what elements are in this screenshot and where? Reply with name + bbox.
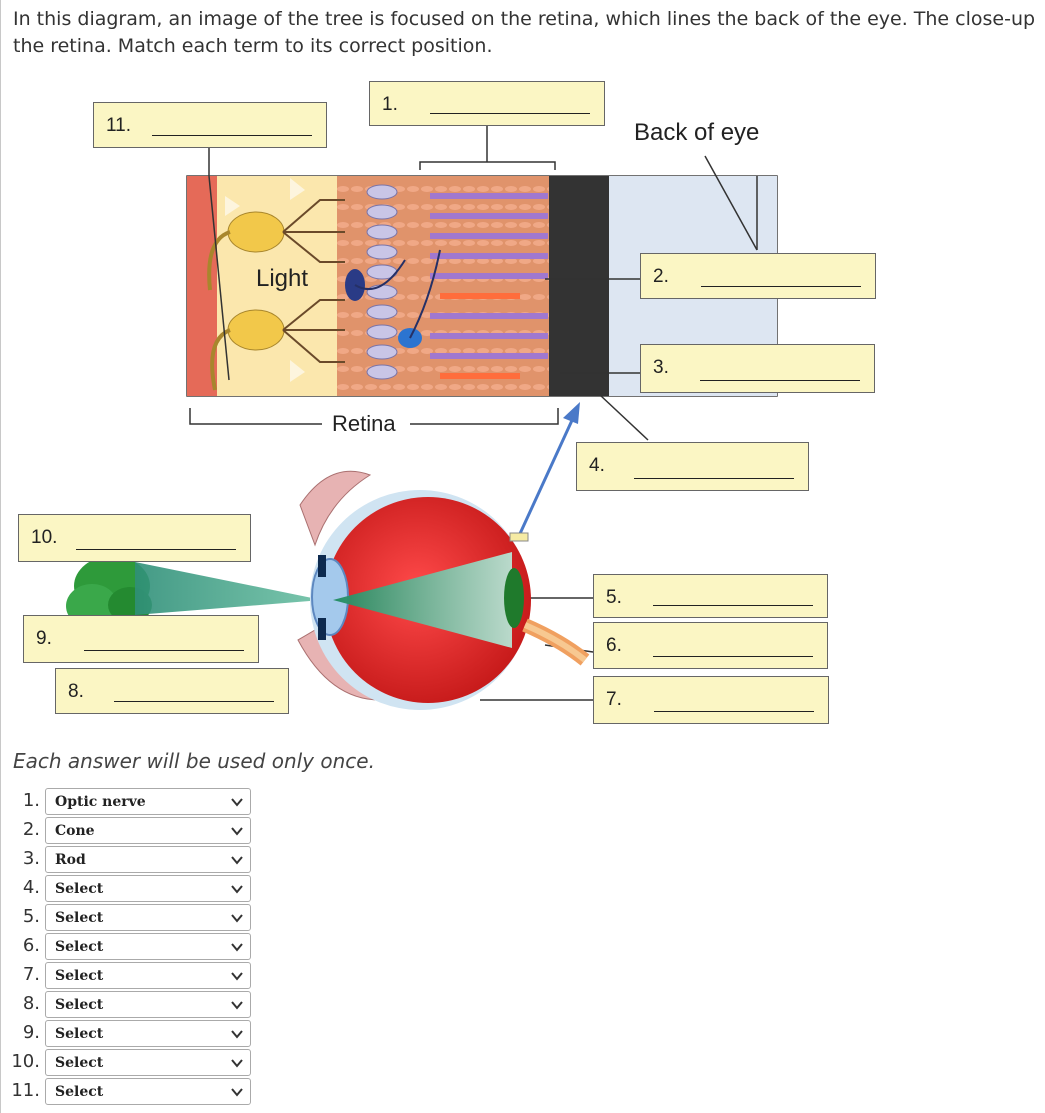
answer-select-8[interactable]: Select: [45, 991, 251, 1018]
diagram-label-6-number: 6.: [606, 635, 622, 656]
chevron-down-icon: [231, 798, 243, 807]
answer-select-value: Select: [55, 939, 104, 955]
diagram-label-2-number: 2.: [653, 266, 669, 287]
answer-select-value: Select: [55, 881, 104, 897]
answer-select-value: Cone: [55, 823, 95, 839]
answer-select-value: Select: [55, 1084, 104, 1100]
retina-diagram: Light Retina Back of eye: [66, 119, 778, 710]
diagram-label-7[interactable]: 7.: [593, 676, 829, 724]
diagram-label-10[interactable]: 10.: [18, 514, 251, 562]
diagram-label-3-number: 3.: [653, 357, 669, 378]
diagram-label-8-line: [114, 701, 274, 702]
light-beam: [135, 562, 322, 615]
answer-select-4[interactable]: Select: [45, 875, 251, 902]
diagram-label-3[interactable]: 3.: [640, 344, 875, 393]
diagram-label-4-number: 4.: [589, 455, 605, 476]
diagram-label-11[interactable]: 11.: [93, 102, 327, 148]
retina-caption: Retina: [332, 411, 396, 436]
diagram-label-4[interactable]: 4.: [576, 442, 809, 491]
light-caption: Light: [256, 265, 308, 292]
diagram-label-6[interactable]: 6.: [593, 622, 828, 669]
answer-number: 4.: [22, 877, 40, 898]
chevron-down-icon: [231, 1030, 243, 1039]
diagram-label-2-line: [701, 286, 861, 287]
blue-arrow: [516, 415, 576, 539]
answer-number: 3.: [22, 848, 40, 869]
diagram-label-9-number: 9.: [36, 628, 52, 649]
answer-number: 6.: [22, 935, 40, 956]
page-left-border: [0, 0, 1, 1113]
question-prompt: In this diagram, an image of the tree is…: [13, 6, 1045, 60]
instructions-note: Each answer will be used only once.: [13, 749, 375, 773]
answer-select-value: Select: [55, 1055, 104, 1071]
answer-select-value: Select: [55, 997, 104, 1013]
answer-number: 1.: [22, 790, 40, 811]
answer-number: 10.: [11, 1051, 40, 1072]
answer-select-6[interactable]: Select: [45, 933, 251, 960]
diagram-label-1-line: [430, 113, 590, 114]
prompt-line-1: In this diagram, an image of the tree is…: [13, 8, 1036, 30]
diagram-label-5-line: [653, 605, 813, 606]
diagram-label-3-line: [700, 380, 860, 381]
diagram-label-7-line: [654, 711, 814, 712]
answer-select-value: Select: [55, 1026, 104, 1042]
chevron-down-icon: [231, 972, 243, 981]
answer-select-7[interactable]: Select: [45, 962, 251, 989]
answer-select-value: Rod: [55, 852, 86, 868]
answer-select-value: Optic nerve: [55, 794, 146, 810]
diagram-label-2[interactable]: 2.: [640, 253, 876, 299]
diagram-label-9[interactable]: 9.: [23, 615, 259, 663]
diagram-label-1[interactable]: 1.: [369, 81, 605, 126]
diagram-label-11-number: 11.: [106, 115, 132, 136]
answer-select-value: Select: [55, 968, 104, 984]
diagram-label-1-number: 1.: [382, 94, 398, 115]
chevron-down-icon: [231, 856, 243, 865]
answer-select-11[interactable]: Select: [45, 1078, 251, 1105]
answer-number: 2.: [22, 819, 40, 840]
diagram-label-9-line: [84, 650, 244, 651]
leader-lines: [189, 126, 758, 701]
answer-select-2[interactable]: Cone: [45, 817, 251, 844]
answer-select-9[interactable]: Select: [45, 1020, 251, 1047]
diagram-label-10-line: [76, 549, 236, 550]
answer-number: 7.: [22, 964, 40, 985]
back-of-eye-caption: Back of eye: [634, 119, 759, 146]
answer-select-value: Select: [55, 910, 104, 926]
chevron-down-icon: [231, 914, 243, 923]
chevron-down-icon: [231, 827, 243, 836]
chevron-down-icon: [231, 1059, 243, 1068]
answer-select-10[interactable]: Select: [45, 1049, 251, 1076]
chevron-down-icon: [231, 943, 243, 952]
diagram-label-7-number: 7.: [606, 689, 622, 710]
diagram-label-11-line: [152, 135, 312, 136]
chevron-down-icon: [231, 1001, 243, 1010]
prompt-line-2: the retina. Match each term to its corre…: [13, 35, 493, 57]
diagram-label-10-number: 10.: [31, 527, 58, 548]
eyeball: [310, 490, 590, 710]
retina-closeup: Light: [186, 175, 778, 397]
diagram-label-8[interactable]: 8.: [55, 668, 289, 714]
answer-select-3[interactable]: Rod: [45, 846, 251, 873]
diagram-label-6-line: [653, 656, 813, 657]
answer-number: 11.: [11, 1080, 40, 1101]
answer-number: 8.: [22, 993, 40, 1014]
answer-select-1[interactable]: Optic nerve: [45, 788, 251, 815]
chevron-down-icon: [231, 1088, 243, 1097]
diagram-label-5-number: 5.: [606, 587, 622, 608]
answer-number: 9.: [22, 1022, 40, 1043]
diagram-label-4-line: [634, 478, 794, 479]
chevron-down-icon: [231, 885, 243, 894]
diagram-label-5[interactable]: 5.: [593, 574, 828, 618]
answer-number: 5.: [22, 906, 40, 927]
answer-select-5[interactable]: Select: [45, 904, 251, 931]
diagram-label-8-number: 8.: [68, 681, 84, 702]
